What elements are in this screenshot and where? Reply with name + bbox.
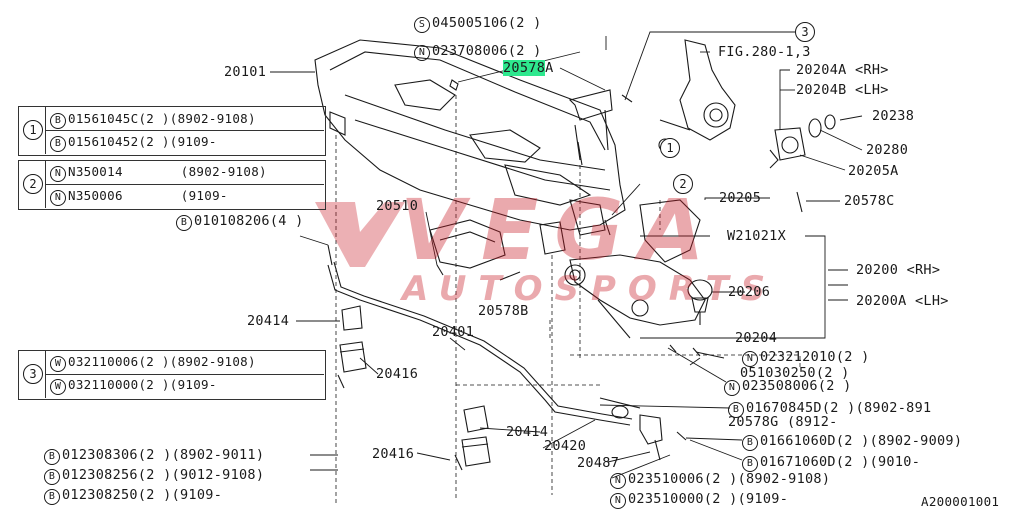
stabilizer-bar-shape	[327, 244, 633, 426]
label-20206: 20206	[728, 284, 771, 300]
label-20578c: 20578C	[844, 193, 895, 209]
label-20416-top: 20416	[376, 366, 419, 382]
ball-joint-shape	[687, 279, 713, 325]
legend-box-2	[18, 160, 326, 210]
label-w21021x: W21021X	[727, 228, 786, 244]
label-20204: 20204	[735, 330, 778, 346]
bracket-20578a-shape	[568, 89, 633, 161]
label-20238: 20238	[872, 108, 915, 124]
label-20510: 20510	[376, 198, 419, 214]
bracket-20510-shape	[429, 219, 506, 269]
watermark-line2: AUTOSPORTS	[402, 269, 778, 309]
label-20205: 20205	[719, 190, 762, 206]
label-20204b: 20204B <LH>	[796, 82, 889, 98]
stabilizer-link-shape	[599, 397, 663, 461]
label-20101: 20101	[224, 64, 267, 80]
callout-1: 1	[660, 138, 680, 158]
watermark-logo	[315, 192, 405, 267]
bushing-shape	[769, 114, 836, 169]
diagram-id: A200001001	[921, 494, 1000, 509]
label-20200: 20200 <RH>	[856, 262, 941, 278]
label-20204a: 20204A <RH>	[796, 62, 889, 78]
label-20578g: 20578G (8912-	[728, 414, 838, 430]
legend-number-2: 2	[23, 174, 43, 194]
leader-lines	[270, 31, 863, 479]
bolt-marks	[337, 79, 803, 471]
label-20578b: 20578B	[478, 303, 529, 319]
crossmember-shape	[314, 39, 626, 255]
label-20280: 20280	[866, 142, 909, 158]
alignment-dashes	[335, 95, 801, 505]
callout-2: 2	[673, 174, 693, 194]
label-fig-280: FIG.280-1,3	[718, 44, 811, 60]
label-20414-bottom: 20414	[506, 424, 549, 440]
legend-number-3: 3	[23, 364, 43, 384]
label-20205a: 20205A	[848, 163, 899, 179]
transverse-link-shape	[564, 199, 706, 326]
label-20200a: 20200A <LH>	[856, 293, 949, 309]
legend-box-3	[18, 350, 326, 400]
label-20578a: 20578A	[503, 60, 554, 76]
label-20414-top: 20414	[247, 313, 290, 329]
label-20401: 20401	[432, 324, 475, 340]
watermark-line1: VEGA	[400, 181, 721, 279]
legend-number-1: 1	[23, 120, 43, 140]
legend-box-1	[18, 106, 326, 156]
highlighted-part-number: 20578	[503, 60, 546, 76]
label-20420: 20420	[544, 438, 587, 454]
label-20416-bottom: 20416	[372, 446, 415, 462]
stabilizer-bushings-shape	[339, 305, 491, 467]
label-20487: 20487	[577, 455, 620, 471]
fastener-051030250: 051030250(2 )	[740, 365, 850, 381]
callout-3: 3	[795, 22, 815, 42]
